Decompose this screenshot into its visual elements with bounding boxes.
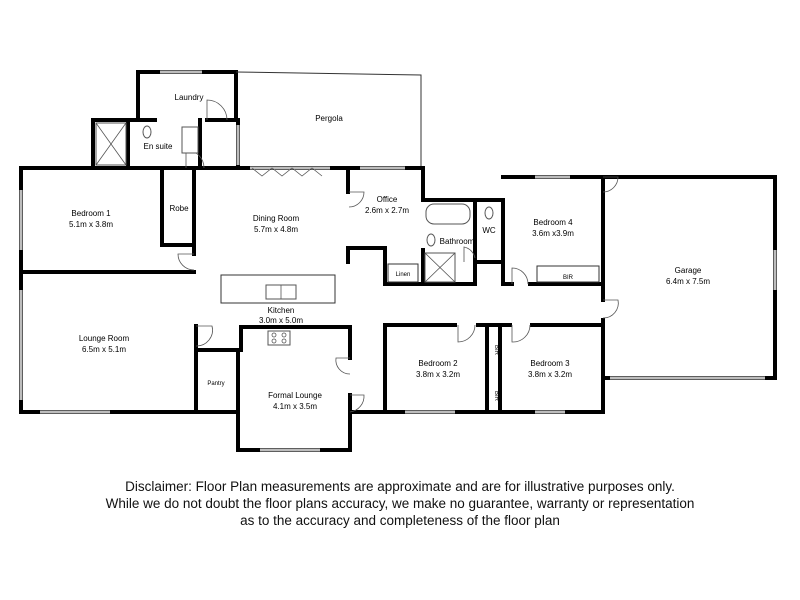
wc-toilet <box>484 206 494 220</box>
bir-bedroom4-box <box>536 265 600 283</box>
cooktop <box>267 330 291 346</box>
formal-dims: 4.1m x 3.5m <box>273 402 317 411</box>
fixtures <box>95 122 600 346</box>
dining-label: Dining Room <box>253 214 300 223</box>
bedroom2-label: Bedroom 2 <box>418 359 458 368</box>
garage-label: Garage <box>675 266 702 275</box>
bedroom3-dims: 3.8m x 3.2m <box>528 370 572 379</box>
room-labels: Laundry Pergola En suite Bedroom 1 5.1m … <box>69 93 710 411</box>
bathtub <box>425 203 471 225</box>
linen-cupboard <box>387 263 419 283</box>
laundry-label: Laundry <box>175 93 204 102</box>
bir-bedroom3-label: BIR <box>493 391 499 402</box>
office-label: Office <box>377 195 398 204</box>
office-dims: 2.6m x 2.7m <box>365 206 409 215</box>
bathroom-basin <box>426 233 436 247</box>
disclaimer: Disclaimer: Floor Plan measurements are … <box>100 478 700 529</box>
disclaimer-line-1: Disclaimer: Floor Plan measurements are … <box>125 479 675 494</box>
bedroom1-dims: 5.1m x 3.8m <box>69 220 113 229</box>
kitchen-label: Kitchen <box>268 306 295 315</box>
linen-label: Linen <box>396 272 411 278</box>
bedroom3-label: Bedroom 3 <box>530 359 570 368</box>
ensuite-toilet <box>142 125 152 139</box>
bir-bedroom2-label: BIR <box>493 345 499 356</box>
ensuite-label: En suite <box>144 142 173 151</box>
formal-label: Formal Lounge <box>268 391 322 400</box>
pergola-label: Pergola <box>315 114 343 123</box>
dining-dims: 5.7m x 4.8m <box>254 225 298 234</box>
bedroom1-label: Bedroom 1 <box>71 209 111 218</box>
bedroom4-dims: 3.6m x3.9m <box>532 229 574 238</box>
windows <box>19 70 777 452</box>
bir-bedroom4-label: BIR <box>563 275 574 281</box>
walls <box>19 70 777 452</box>
bathroom-label: Bathroom <box>440 237 475 246</box>
lounge-label: Lounge Room <box>79 334 130 343</box>
disclaimer-line-2: While we do not doubt the floor plans ac… <box>105 496 695 511</box>
kitchen-dims: 3.0m x 5.0m <box>259 316 303 325</box>
disclaimer-line-3: as to the accuracy and completeness of t… <box>240 513 560 528</box>
pantry-label: Pantry <box>207 381 224 387</box>
wc-label: WC <box>482 226 496 235</box>
lounge-dims: 6.5m x 5.1m <box>82 345 126 354</box>
ensuite-vanity <box>181 126 199 154</box>
bedroom2-dims: 3.8m x 3.2m <box>416 370 460 379</box>
robe-label: Robe <box>169 204 189 213</box>
garage-dims: 6.4m x 7.5m <box>666 277 710 286</box>
bedroom4-label: Bedroom 4 <box>533 218 573 227</box>
